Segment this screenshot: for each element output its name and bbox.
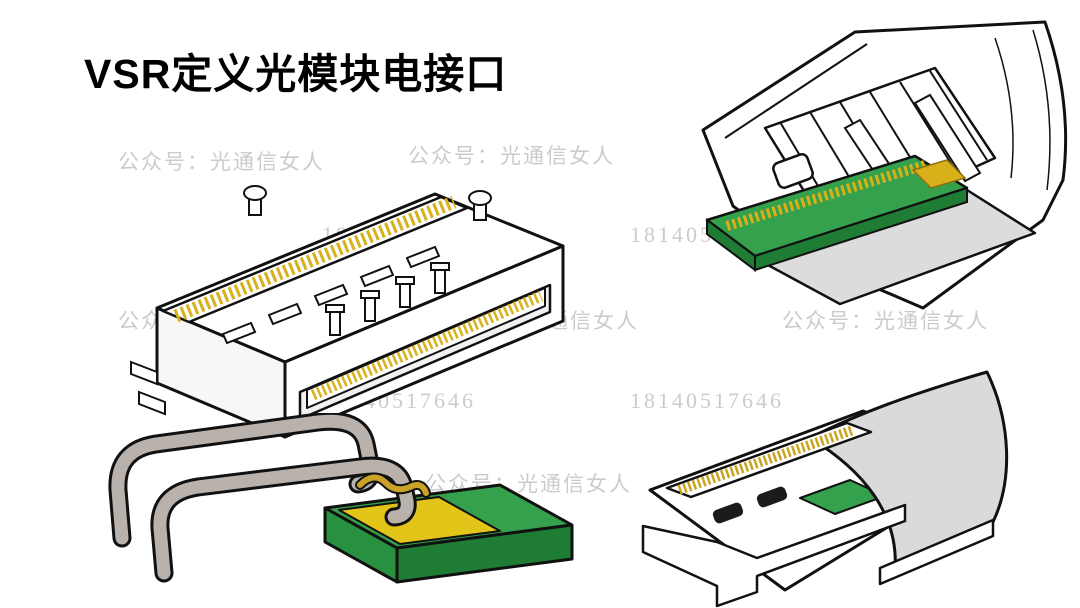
watermark-phone: 18140517646 (630, 388, 784, 413)
module-cage-drawing (701, 20, 1068, 310)
side-latch-tabs (130, 360, 166, 416)
watermark-account: 公众号：光通信女人 (782, 310, 989, 333)
alignment-slots (712, 486, 788, 524)
front-contact-slot (298, 283, 552, 421)
spring-contact-drawing (108, 413, 574, 584)
host-connector-figure (95, 100, 595, 445)
top-pin-strip (161, 195, 469, 324)
pcb-bar (323, 483, 574, 584)
page-title: VSR定义光模块电接口 (84, 51, 508, 97)
host-connector-drawing (130, 185, 565, 439)
top-slots (221, 245, 441, 345)
module-cage-figure (615, 8, 1075, 338)
spring-contact-figure (60, 413, 580, 608)
contact-strip (665, 421, 873, 499)
gold-spring-wire (355, 472, 431, 498)
standoff-posts (243, 185, 492, 221)
bottom-bracket (641, 503, 995, 608)
watermark-account: 公众号：光通信女人 (408, 145, 615, 168)
flex-assembly-figure (595, 338, 1025, 608)
center-posts (325, 262, 450, 336)
watermark-account: 公众号：光通信女人 (118, 151, 325, 174)
pcb-edge-assembly (705, 154, 1037, 306)
flex-assembly-drawing (641, 370, 1009, 608)
flex-cable (808, 370, 1009, 572)
